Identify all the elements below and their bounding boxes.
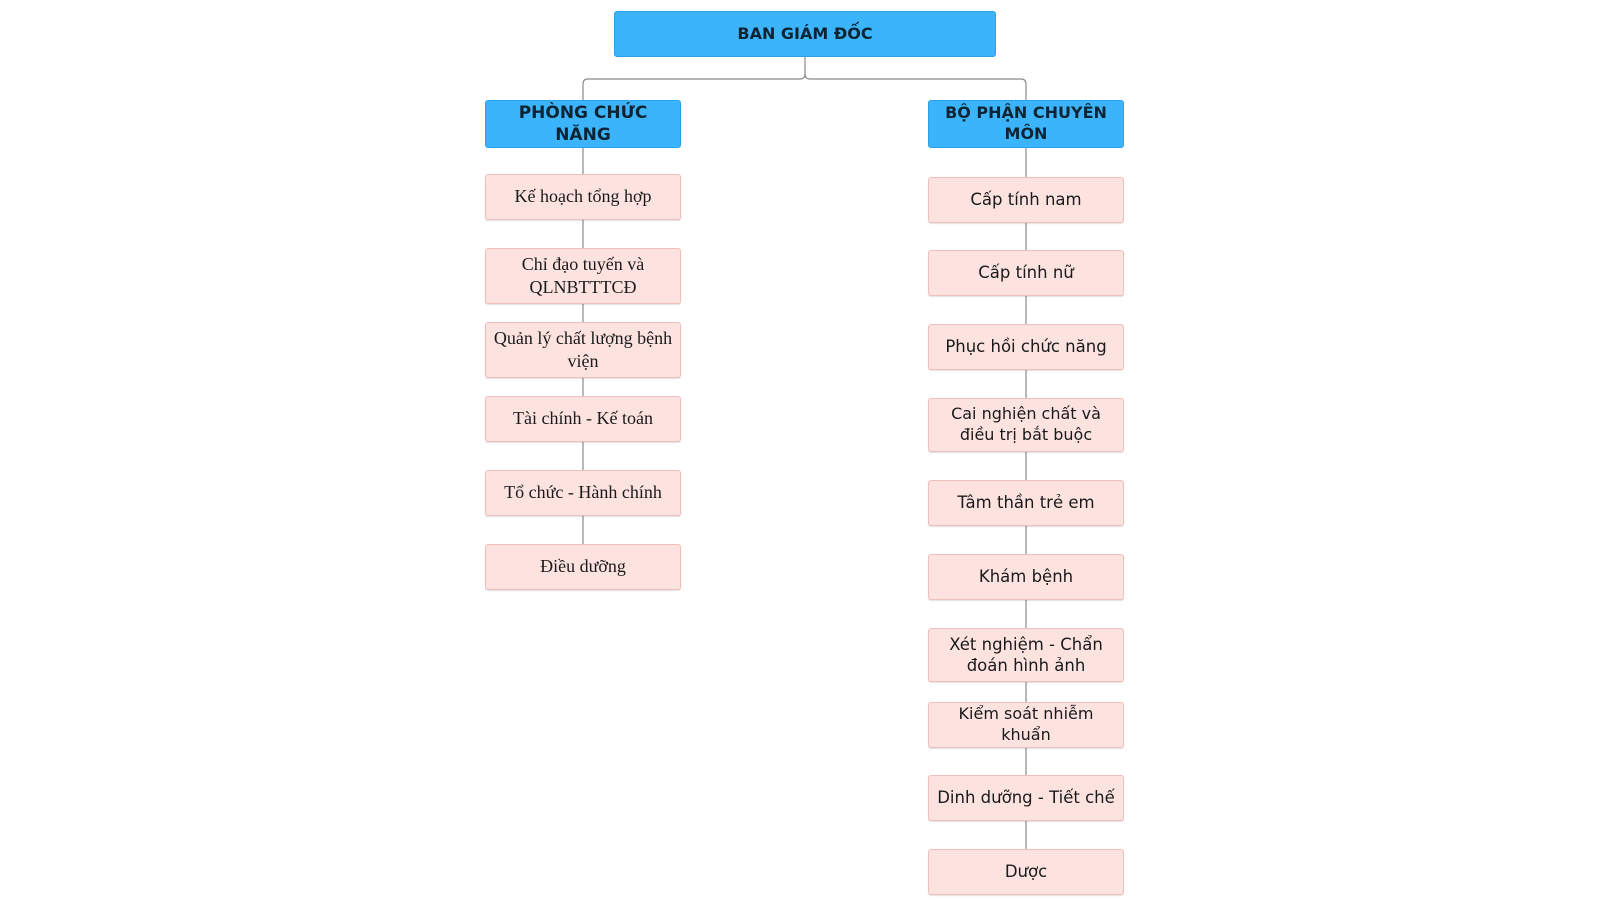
right-item-label: Cai nghiện chất và điều trị bắt buộc	[951, 404, 1101, 444]
right-item: Phục hồi chức năng	[928, 324, 1124, 370]
branch-header-bo-phan-chuyen-mon: BỘ PHẬN CHUYÊN MÔN	[928, 100, 1124, 148]
left-item-label: Tổ chức - Hành chính	[504, 482, 662, 503]
root-label: BAN GIÁM ĐỐC	[737, 23, 873, 43]
right-item: Kiểm soát nhiễm khuẩn	[928, 702, 1124, 748]
right-item: Dinh dưỡng - Tiết chế	[928, 775, 1124, 821]
left-item-label: Quản lý chất lượng bệnh viện	[493, 327, 673, 371]
left-item: Chỉ đạo tuyến và QLNBTTTCĐ	[485, 248, 681, 304]
left-item-label: Chỉ đạo tuyến và QLNBTTTCĐ	[521, 253, 645, 297]
left-item: Kế hoạch tổng hợp	[485, 174, 681, 220]
branch-header-phong-chuc-nang: PHÒNG CHỨC NĂNG	[485, 100, 681, 148]
left-item: Tổ chức - Hành chính	[485, 470, 681, 516]
branch-header-label: PHÒNG CHỨC NĂNG	[518, 102, 648, 145]
right-item: Dược	[928, 849, 1124, 895]
connector-root-right	[804, 73, 1027, 100]
right-item-label: Kiểm soát nhiễm khuẩn	[958, 704, 1094, 744]
right-item-label: Phục hồi chức năng	[945, 337, 1107, 357]
right-item-label: Dinh dưỡng - Tiết chế	[937, 788, 1115, 808]
left-item: Điều dưỡng	[485, 544, 681, 590]
left-item: Tài chính - Kế toán	[485, 396, 681, 442]
right-item: Cấp tính nam	[928, 177, 1124, 223]
right-item-label: Dược	[1004, 862, 1048, 882]
connector-root-left	[582, 57, 806, 100]
branch-header-label: BỘ PHẬN CHUYÊN MÔN	[945, 103, 1107, 143]
right-item: Tâm thần trẻ em	[928, 480, 1124, 526]
right-item-label: Cấp tính nam	[970, 190, 1082, 210]
right-item: Cấp tính nữ	[928, 250, 1124, 296]
right-item-label: Cấp tính nữ	[978, 263, 1074, 283]
root-node: BAN GIÁM ĐỐC	[614, 11, 996, 57]
left-item: Quản lý chất lượng bệnh viện	[485, 322, 681, 378]
right-item-label: Tâm thần trẻ em	[957, 493, 1095, 513]
right-item: Xét nghiệm - Chẩn đoán hình ảnh	[928, 628, 1124, 682]
left-item-label: Điều dưỡng	[540, 556, 626, 577]
right-item-label: Khám bệnh	[978, 567, 1074, 587]
right-item: Cai nghiện chất và điều trị bắt buộc	[928, 398, 1124, 452]
right-item-label: Xét nghiệm - Chẩn đoán hình ảnh	[949, 634, 1103, 675]
right-item: Khám bệnh	[928, 554, 1124, 600]
left-item-label: Kế hoạch tổng hợp	[514, 186, 652, 207]
left-item-label: Tài chính - Kế toán	[513, 408, 653, 429]
